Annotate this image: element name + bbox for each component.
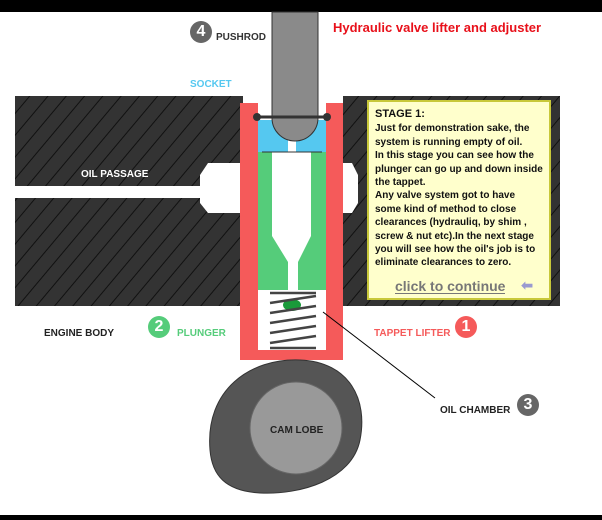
label-oil-passage: OIL PASSAGE bbox=[81, 169, 149, 180]
stage-paragraph: Just for demonstration sake, the system … bbox=[375, 123, 530, 148]
label-engine-body: ENGINE BODY bbox=[44, 328, 115, 339]
oil-chamber-pointer bbox=[322, 311, 436, 399]
label-pushrod: PUSHROD bbox=[216, 32, 267, 43]
badge-tappet-lifter: 1 bbox=[455, 316, 477, 338]
stage-info-box: STAGE 1: Just for demonstration sake, th… bbox=[367, 100, 551, 300]
plunger bbox=[258, 130, 326, 290]
badge-pushrod: 4 bbox=[190, 21, 212, 43]
stage-heading: STAGE 1: bbox=[375, 108, 425, 120]
label-tappet-lifter: TAPPET LIFTER bbox=[374, 328, 451, 339]
top-bar bbox=[0, 0, 602, 12]
pushrod bbox=[253, 11, 331, 142]
label-oil-chamber: OIL CHAMBER bbox=[440, 405, 511, 416]
badge-oil-chamber: 3 bbox=[517, 394, 539, 416]
oil-passage bbox=[15, 186, 240, 198]
cam-lobe bbox=[209, 359, 363, 494]
stage-paragraph: Any valve system got to have some kind o… bbox=[375, 190, 536, 269]
arrow-left-icon[interactable]: ⬅ bbox=[521, 276, 533, 293]
badge-plunger: 2 bbox=[148, 316, 170, 338]
label-socket: SOCKET bbox=[190, 79, 232, 90]
continue-button[interactable]: click to continue bbox=[395, 277, 506, 294]
stage-paragraph: In this stage you can see how the plunge… bbox=[375, 150, 543, 189]
label-plunger: PLUNGER bbox=[177, 328, 226, 339]
bottom-bar bbox=[0, 515, 602, 520]
label-cam-lobe: CAM LOBE bbox=[270, 425, 324, 436]
spring bbox=[269, 291, 317, 350]
diagram-title: Hydraulic valve lifter and adjuster bbox=[333, 20, 542, 35]
